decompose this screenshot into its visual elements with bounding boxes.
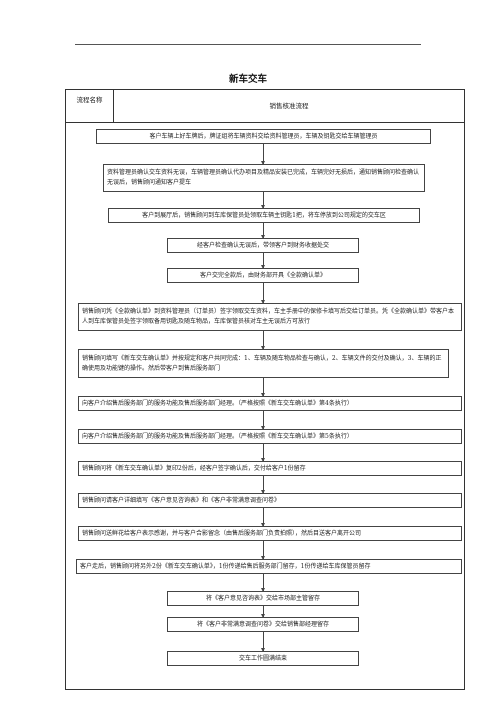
flow-step-7: 销售顾问填写《新车交车确认单》并按规定和客户共同完成：1、车辆及随车物品检查与确… xyxy=(78,349,449,378)
flowchart-table: 流程名称 销售核准流程 xyxy=(65,89,465,690)
flow-arrow-12 xyxy=(261,541,265,560)
flow-step-1: 客户车辆上好车牌后，牌证组将车辆资料交给资料管理员，车辆及钥匙交给车辆管理员 xyxy=(96,129,431,144)
flow-step-16: 交车工作圆满结束 xyxy=(167,651,359,666)
flow-arrow-15 xyxy=(261,632,265,652)
flow-arrow-13 xyxy=(261,574,265,592)
flow-arrow-3 xyxy=(261,223,265,239)
flow-step-9: 向客户介绍售后服务部门的服务功能及售后服务部门经理。（严格按照《新车交车确认单》… xyxy=(78,429,462,444)
flow-step-11: 销售顾问请客户详细填写《客户意见咨询表》和《客户非常满意调查问卷》 xyxy=(78,493,462,508)
flow-step-4: 经客户检查确认无误后，带领客户到财务收据处交 xyxy=(167,238,359,253)
flow-arrow-11 xyxy=(261,508,265,527)
flow-step-6: 销售顾问凭《全款确认单》到资料管理员（订单员）签字领取交车资料，车主手册中的保修… xyxy=(78,303,462,331)
flow-arrow-8 xyxy=(261,411,265,430)
flow-arrow-9 xyxy=(261,444,265,462)
flow-step-10: 销售顾问将《新车交车确认单》复印2份后，经客户签字确认后，交付给客户1份留存 xyxy=(78,461,462,476)
process-name-header: 流程名称 xyxy=(66,90,114,122)
flow-step-2: 资料管理员确认交车资料无误，车辆管理员确认代办项目及精品安装已完成，车辆完好无损… xyxy=(103,164,425,192)
flow-arrow-4 xyxy=(261,253,265,269)
page-header-rule xyxy=(75,44,421,45)
flow-arrow-7 xyxy=(261,378,265,397)
flow-step-5: 客户交完全款后，由财务部开具《全款确认单》 xyxy=(167,268,359,283)
flow-step-13: 客户走后，销售顾问将另外2份《新车交车确认单》，1份传递给售后服务部门留存，1份… xyxy=(76,559,462,574)
flow-step-15: 将《客户非常满意调查问卷》交给销售部经理留存 xyxy=(167,617,359,632)
flow-arrow-14 xyxy=(261,606,265,618)
flow-arrow-6 xyxy=(261,331,265,350)
table-header-row: 流程名称 销售核准流程 xyxy=(66,90,464,123)
flow-arrow-10 xyxy=(261,476,265,494)
flow-step-12: 销售顾问送鲜花给客户表示感谢，并与客户合影留念（由售后服务部门负责拍照），然后目… xyxy=(78,526,462,541)
flow-step-14: 将《客户意见咨询表》交给市场部主管留存 xyxy=(167,591,359,606)
document-title: 新车交车 xyxy=(228,74,267,85)
process-title-header: 销售核准流程 xyxy=(269,102,309,110)
flow-step-3: 客户到展厅后，销售顾问到车库保管员处领取车辆主钥匙1把，将车停放到公司规定的交车… xyxy=(108,208,420,223)
flow-step-8: 向客户介绍售后服务部门的服务功能及售后服务部门经理。（严格按照《新车交车确认单》… xyxy=(78,396,462,411)
flow-arrow-2 xyxy=(261,192,265,209)
flow-arrow-1 xyxy=(261,144,265,165)
flow-arrow-5 xyxy=(261,283,265,304)
